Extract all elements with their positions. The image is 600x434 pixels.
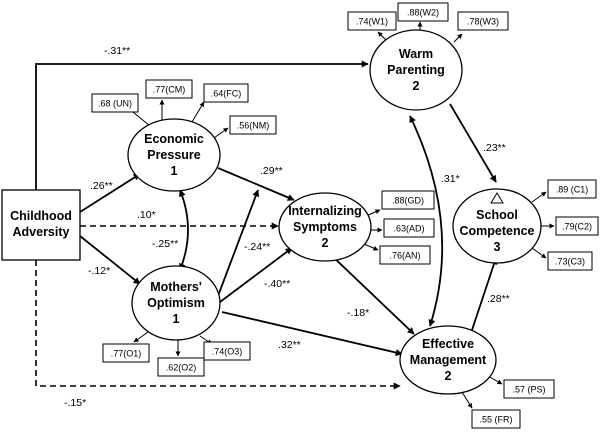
- path-wp-to-sc: [449, 103, 497, 183]
- label-is-em: -.18*: [347, 307, 369, 319]
- indicator-c3: .73(C3): [555, 257, 585, 267]
- path-mo-to-em: [221, 311, 403, 356]
- path-ep-to-is: [217, 167, 295, 201]
- node-internalizing-symptoms: [278, 192, 372, 262]
- indicator-nm: .56(NM): [237, 121, 270, 131]
- node-warm-parenting-line1: Warm: [399, 47, 433, 61]
- node-internalizing-symptoms-line3: 2: [322, 236, 329, 250]
- path-ca-to-em: [35, 260, 401, 390]
- label-em-sc: .28**: [487, 293, 510, 305]
- node-economic-pressure: [127, 118, 221, 192]
- label-ca-mo: -.12*: [88, 265, 110, 277]
- node-effective-management: [399, 325, 497, 395]
- node-school-competence-line2: Competence: [459, 224, 534, 238]
- node-effective-management-line2: Management: [410, 353, 487, 367]
- indicator-un: .68 (UN): [98, 99, 132, 109]
- node-school-competence-line1: School: [476, 208, 518, 222]
- path-ep-mo-covariance: [179, 189, 189, 271]
- node-warm-parenting-line3: 2: [413, 79, 420, 93]
- path-wp-em-covariance: [409, 115, 444, 327]
- node-school-competence: [452, 188, 542, 264]
- indicator-o3: .74(O3): [212, 347, 243, 357]
- node-mothers-optimism: [131, 265, 221, 341]
- label-ep-is: .29**: [260, 165, 283, 177]
- label-ca-em: -.15*: [64, 397, 86, 409]
- indicator-cm: .77(CM): [153, 85, 186, 95]
- node-internalizing-symptoms-line2: Symptoms: [293, 220, 357, 234]
- node-economic-pressure-line1: Economic: [144, 132, 204, 146]
- label-ep-mo: -.25**: [152, 238, 178, 250]
- node-childhood-adversity: [1, 189, 81, 261]
- node-mothers-optimism-line3: 1: [173, 312, 180, 326]
- indicator-boxes: .68 (UN) .77(CM) .64(FC) .56(NM) .77(O1)…: [91, 2, 599, 429]
- indicator-w1: .74(W1): [356, 17, 388, 27]
- node-economic-pressure-line2: Pressure: [147, 148, 201, 162]
- path-is-to-em: [329, 253, 415, 335]
- label-wp-em: .31*: [441, 173, 460, 185]
- label-mo-is: -.40**: [264, 278, 290, 290]
- label-ca-ep: .26**: [90, 180, 113, 192]
- node-childhood-adversity-line2: Adversity: [13, 225, 70, 239]
- node-economic-pressure-line3: 1: [171, 164, 178, 178]
- path-mo-to-upper: [217, 189, 260, 297]
- node-warm-parenting: [369, 29, 463, 111]
- label-ca-wp: -.31**: [104, 45, 130, 57]
- node-effective-management-line3: 2: [445, 369, 452, 383]
- indicator-gd: .88(GD): [392, 196, 424, 206]
- label-wp-sc: .23**: [483, 142, 506, 154]
- structural-paths: [35, 60, 498, 390]
- node-school-competence-line3: 3: [494, 240, 501, 254]
- label-ca-is: .10*: [137, 209, 156, 221]
- indicator-fr: .55 (FR): [479, 415, 512, 425]
- node-childhood-adversity-line1: Childhood: [10, 209, 72, 223]
- path-ca-to-wp: [35, 60, 369, 190]
- indicator-o2: .62(O2): [166, 363, 197, 373]
- indicator-c2: .79(C2): [562, 222, 592, 232]
- indicator-w3: .78(W3): [467, 17, 499, 27]
- construct-nodes: Childhood Adversity Economic Pressure 1 …: [1, 29, 542, 395]
- label-mo-em: .32**: [278, 339, 301, 351]
- indicator-c1: .89 (C1): [556, 185, 589, 195]
- node-mothers-optimism-line1: Mothers': [150, 280, 202, 294]
- path-mo-to-is: [219, 247, 293, 303]
- indicator-ps: .57 (PS): [512, 385, 545, 395]
- triangle-icon: [490, 192, 504, 204]
- path-labels: -.31** .26** .10* -.12* -.15* -.25** .29…: [64, 45, 510, 409]
- node-warm-parenting-line2: Parenting: [387, 63, 445, 77]
- path-ca-to-mo: [79, 235, 141, 285]
- label-mo-upper: -.24**: [244, 241, 270, 253]
- indicator-w2: .88(W2): [407, 8, 439, 18]
- indicator-an: .76(AN): [389, 251, 420, 261]
- path-ca-to-ep: [79, 173, 141, 213]
- node-effective-management-line1: Effective: [422, 337, 474, 351]
- measurement-arrows: [127, 21, 555, 409]
- indicator-o1: .77(O1): [111, 349, 142, 359]
- indicator-ad: .63(AD): [393, 224, 424, 234]
- path-em-to-sc: [469, 257, 498, 337]
- node-internalizing-symptoms-line1: Internalizing: [288, 204, 362, 218]
- node-mothers-optimism-line2: Optimism: [147, 296, 205, 310]
- indicator-fc: .64(FC): [211, 89, 242, 99]
